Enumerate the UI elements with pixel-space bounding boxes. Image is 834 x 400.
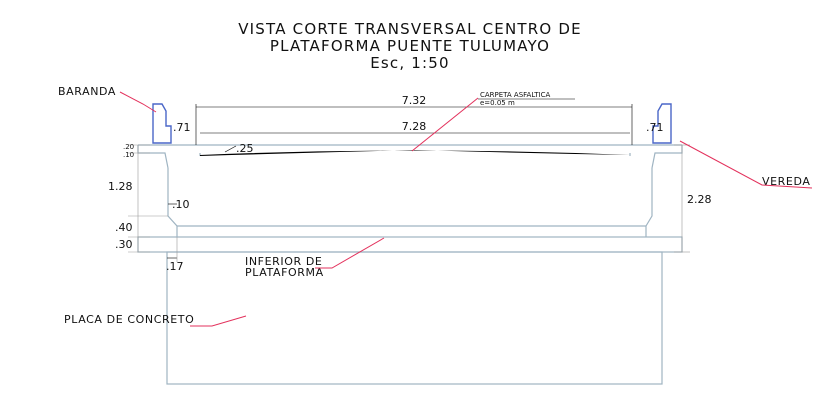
- inferior-slab: [137, 236, 683, 253]
- dim-text-rail-left: .71: [173, 121, 191, 134]
- label-inferior-1: INFERIOR DE: [245, 255, 322, 268]
- asphalt-layer: [200, 150, 630, 156]
- label-carpeta-2: e=0.05 m: [480, 99, 515, 107]
- dim-text-asphalt: .25: [236, 142, 254, 155]
- leader-carpeta: [411, 97, 479, 152]
- leader-inferior: [315, 237, 385, 269]
- left-railing: [152, 103, 172, 144]
- title-scale: Esc, 1:50: [370, 54, 450, 72]
- dim-text-slab-30: .30: [115, 238, 133, 251]
- right-web: [645, 168, 653, 237]
- leader-placa: [190, 315, 247, 327]
- dimension-texts: 7.32 7.28 .71 .71 .25 .20 .10 1.28 .10 .…: [108, 94, 712, 273]
- left-curb: [137, 145, 169, 169]
- dim-text-slab-40: .40: [115, 221, 133, 234]
- dim-text-base-17: .17: [166, 260, 184, 273]
- dim-text-curb-mid: .10: [123, 151, 134, 159]
- label-carpeta-1: CARPETA ASFALTICA: [480, 91, 550, 99]
- leader-vereda: [679, 140, 813, 189]
- railings: [152, 103, 672, 144]
- dim-text-curb-top: .20: [123, 143, 134, 151]
- label-baranda: BARANDA: [58, 85, 116, 98]
- right-railing: [652, 103, 672, 144]
- dim-text-7-32: 7.32: [402, 94, 427, 107]
- label-placa: PLACA DE CONCRETO: [64, 313, 194, 326]
- dim-text-web: .10: [172, 198, 190, 211]
- title-line-1: VISTA CORTE TRANSVERSAL CENTRO DE: [238, 20, 582, 38]
- label-inferior-2: PLATAFORMA: [245, 266, 324, 279]
- left-web: [167, 168, 178, 237]
- title-line-2: PLATAFORMA PUENTE TULUMAYO: [270, 37, 550, 55]
- dim-text-h-left: 1.28: [108, 180, 133, 193]
- leader-baranda: [119, 91, 157, 113]
- dim-text-rail-right: .71: [646, 121, 664, 134]
- label-vereda: VEREDA: [762, 175, 810, 188]
- title-block: VISTA CORTE TRANSVERSAL CENTRO DE PLATAF…: [238, 20, 582, 72]
- labels: BARANDA CARPETA ASFALTICA e=0.05 m VERED…: [58, 85, 813, 327]
- deck-structure: [137, 144, 683, 385]
- dim-leader-25: [224, 145, 237, 153]
- dim-text-7-28: 7.28: [402, 120, 427, 133]
- concrete-plate: [166, 251, 663, 385]
- right-curb: [651, 145, 683, 169]
- dim-text-h-right: 2.28: [687, 193, 712, 206]
